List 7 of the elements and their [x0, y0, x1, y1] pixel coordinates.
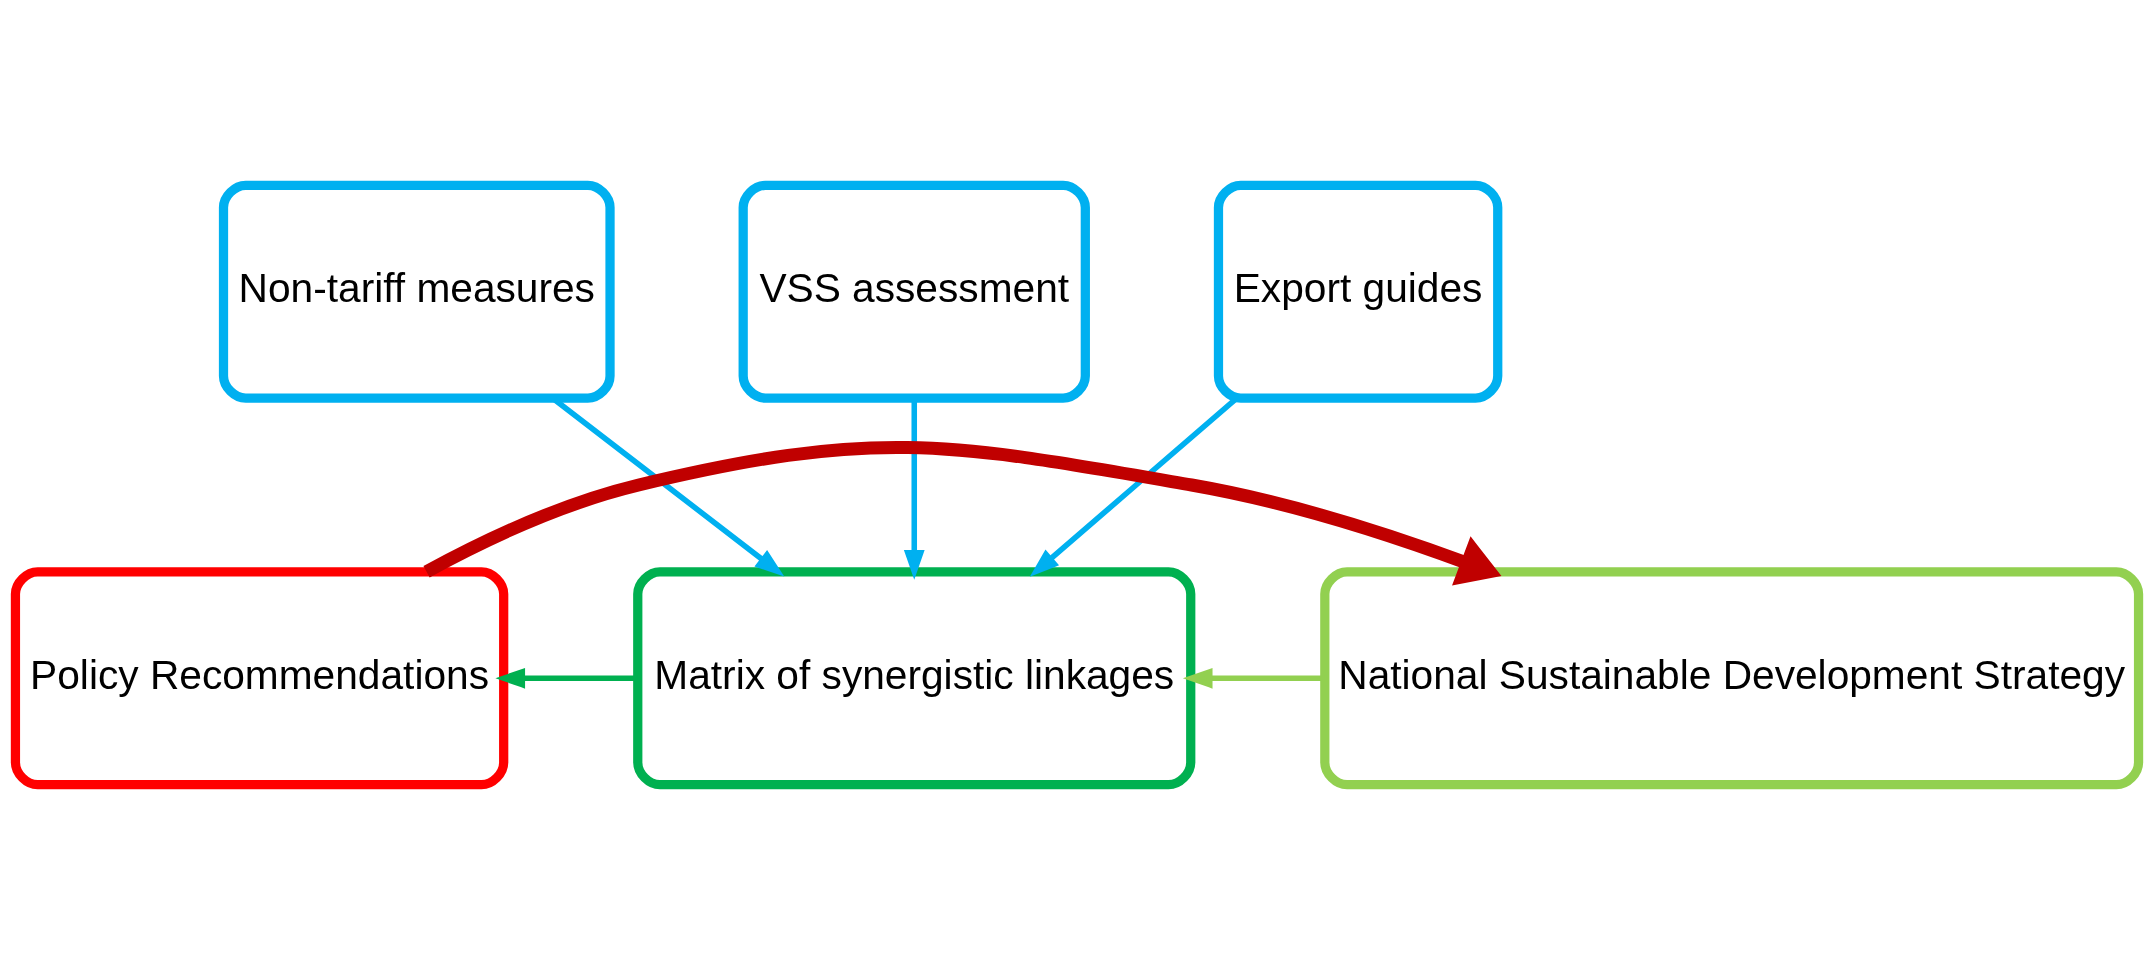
- node-box: Matrix of synergistic linkages: [633, 566, 1196, 789]
- arrow: [423, 440, 1502, 586]
- node-box: Policy Recommendations: [10, 566, 509, 789]
- node-box: Non-tariff measures: [218, 180, 615, 403]
- node-box: Export guides: [1213, 180, 1503, 403]
- node-box: VSS assessment: [738, 180, 1090, 403]
- node-box: National Sustainable Development Strategy: [1320, 566, 2144, 789]
